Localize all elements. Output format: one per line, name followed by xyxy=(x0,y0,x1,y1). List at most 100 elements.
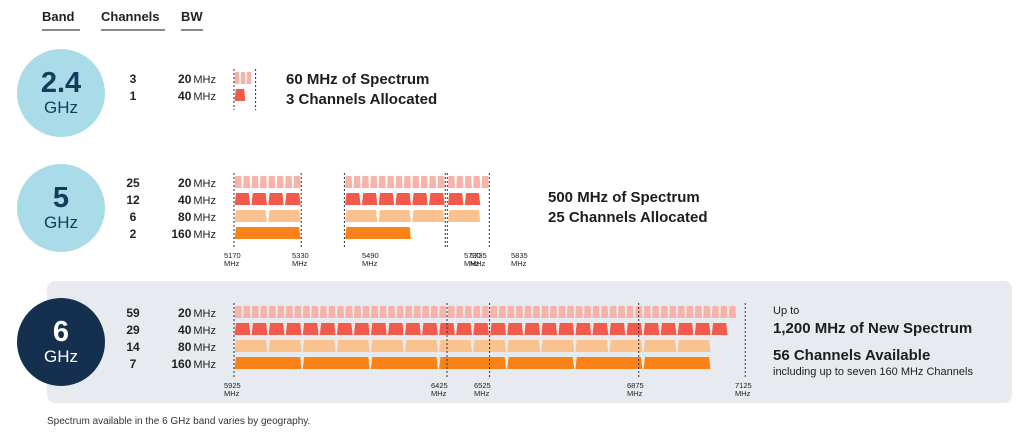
channel-block-20mhz xyxy=(711,306,720,318)
channel-block-20mhz xyxy=(361,176,369,188)
channel-block-80mhz xyxy=(370,340,404,352)
info-6ghz-160-note: including up to seven 160 MHz Channels xyxy=(773,366,973,378)
channel-block-80mhz xyxy=(507,340,541,352)
channel-block-20mhz xyxy=(260,306,268,318)
channel-block-40mhz xyxy=(302,323,319,335)
channel-block-40mhz xyxy=(268,193,284,205)
channel-block-20mhz xyxy=(429,176,437,188)
channel-block-80mhz xyxy=(609,340,643,352)
channel-block-40mhz xyxy=(353,323,370,335)
channel-block-20mhz xyxy=(395,176,403,188)
channel-block-20mhz xyxy=(234,176,242,188)
channel-block-20mhz xyxy=(677,306,685,318)
channel-block-20mhz xyxy=(566,306,575,318)
channel-block-80mhz xyxy=(447,210,481,222)
channel-block-20mhz xyxy=(362,306,370,318)
tick-unit-7125: MHz xyxy=(735,389,751,398)
channel-block-20mhz xyxy=(277,306,285,318)
channel-block-20mhz xyxy=(268,176,276,188)
channel-block-40mhz xyxy=(251,323,268,335)
channel-block-20mhz xyxy=(396,306,404,318)
channel-block-40mhz xyxy=(336,323,353,335)
channel-block-40mhz xyxy=(370,323,387,335)
channel-block-20mhz xyxy=(420,176,428,188)
channel-block-40mhz xyxy=(660,323,677,335)
tick-unit-6425: MHz xyxy=(431,389,447,398)
channel-block-80mhz xyxy=(677,340,711,352)
channel-block-160mhz xyxy=(643,357,711,369)
channel-block-20mhz xyxy=(490,306,498,318)
channel-block-20mhz xyxy=(234,306,242,318)
channel-block-20mhz xyxy=(643,306,651,318)
tick-unit-5925: MHz xyxy=(224,389,240,398)
channel-block-20mhz xyxy=(353,176,361,188)
channel-block-40mhz xyxy=(429,193,445,205)
band-circle-5ghz: 5 GHz xyxy=(17,164,105,252)
channel-block-80mhz xyxy=(541,340,575,352)
channel-block-160mhz xyxy=(302,357,370,369)
channel-block-40mhz xyxy=(447,193,464,205)
channel-block-20mhz xyxy=(464,176,472,188)
channel-block-20mhz xyxy=(660,306,668,318)
channel-block-40mhz xyxy=(319,323,336,335)
tick-label-6875: 6875 xyxy=(627,381,644,390)
channel-block-80mhz xyxy=(302,340,336,352)
header-channels-underline xyxy=(101,29,165,31)
channel-block-20mhz xyxy=(240,72,246,84)
channel-block-160mhz xyxy=(575,357,643,369)
tick-unit-5330: MHz xyxy=(292,259,308,268)
channel-block-20mhz xyxy=(413,306,421,318)
channel-block-20mhz xyxy=(353,306,362,318)
channel-block-40mhz xyxy=(575,323,592,335)
channel-block-20mhz xyxy=(473,306,481,318)
tick-unit-6525: MHz xyxy=(474,389,490,398)
channels-6ghz-20: 59 xyxy=(126,306,140,320)
channel-block-40mhz xyxy=(456,323,472,335)
header-band-underline xyxy=(42,29,80,31)
tick-label-6425: 6425 xyxy=(431,381,448,390)
channel-block-20mhz xyxy=(403,176,411,188)
channels-6ghz-40: 29 xyxy=(126,323,140,337)
channel-block-40mhz xyxy=(473,323,489,335)
tick-unit-5735: MHz xyxy=(470,259,486,268)
channels-5ghz-80: 6 xyxy=(129,210,137,224)
channel-block-20mhz xyxy=(456,306,464,318)
tick-label-5925: 5925 xyxy=(224,381,241,390)
channel-block-40mhz xyxy=(395,193,411,205)
channel-block-20mhz xyxy=(600,306,609,318)
channel-block-20mhz xyxy=(609,306,617,318)
channel-block-20mhz xyxy=(243,306,251,318)
channel-block-40mhz xyxy=(541,323,558,335)
channel-block-80mhz xyxy=(439,340,472,352)
info-5ghz-spectrum: 500 MHz of Spectrum xyxy=(548,189,700,206)
channels-6ghz-80: 14 xyxy=(126,340,140,354)
channel-block-80mhz xyxy=(643,340,677,352)
channel-block-40mhz xyxy=(251,193,267,205)
channel-block-80mhz xyxy=(345,210,378,222)
channel-block-20mhz xyxy=(720,306,728,318)
header-bw: BW xyxy=(181,9,203,24)
channel-block-20mhz xyxy=(703,306,711,318)
channel-block-20mhz xyxy=(694,306,702,318)
channel-block-20mhz xyxy=(234,72,240,84)
channel-block-40mhz xyxy=(609,323,626,335)
tick-unit-5730: MHz xyxy=(464,259,480,268)
channel-block-40mhz xyxy=(234,89,246,101)
tick-label-7125: 7125 xyxy=(735,381,752,390)
channel-block-40mhz xyxy=(694,323,711,335)
channel-block-80mhz xyxy=(234,340,268,352)
channel-block-20mhz xyxy=(378,176,386,188)
tick-unit-5490: MHz xyxy=(362,259,378,268)
info-5ghz-channels: 25 Channels Allocated xyxy=(548,209,708,226)
channel-block-20mhz xyxy=(456,176,464,188)
channel-block-20mhz xyxy=(549,306,558,318)
channel-block-20mhz xyxy=(524,306,532,318)
channel-block-40mhz xyxy=(626,323,643,335)
tick-label-5730: 5730 xyxy=(464,251,481,260)
channel-block-20mhz xyxy=(464,306,472,318)
